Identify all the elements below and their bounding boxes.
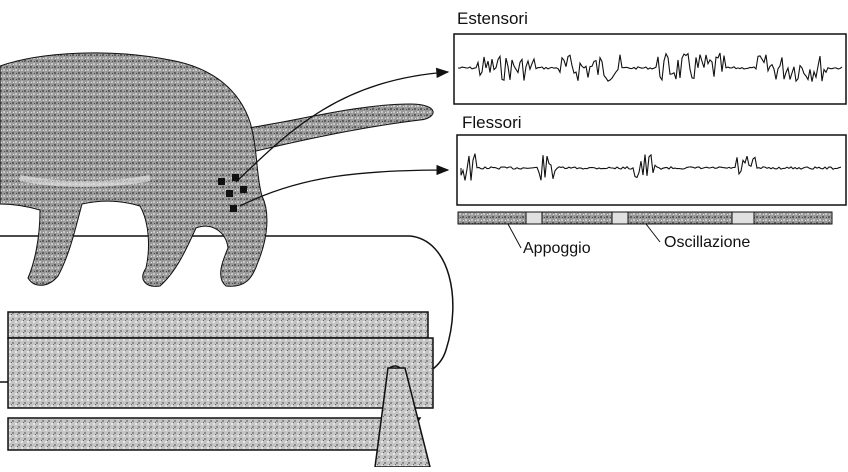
emg-panel-extensors	[454, 34, 846, 104]
stance-label: Appoggio	[523, 240, 591, 258]
emg-panel-flexors	[457, 135, 846, 205]
swing-label: Oscillazione	[664, 234, 750, 252]
extensors-label: Estensori	[457, 9, 528, 29]
cat-body	[0, 53, 267, 286]
phase-segment-stance	[458, 212, 526, 224]
phase-segment-swing	[732, 212, 754, 224]
phase-segment-stance	[542, 212, 612, 224]
treadmill-frame	[8, 338, 433, 408]
treadmill-lower-belt	[8, 418, 420, 450]
phase-segment-stance	[628, 212, 732, 224]
phase-segment-swing	[526, 212, 542, 224]
treadmill-deck	[8, 312, 428, 338]
phase-segment-stance	[754, 212, 832, 224]
stance-pointer-line	[508, 224, 521, 248]
phase-segment-swing	[612, 212, 628, 224]
flexors-label: Flessori	[462, 113, 522, 133]
arrow-to-flexors	[240, 170, 448, 206]
swing-pointer-line	[646, 224, 660, 242]
phase-bar	[458, 212, 832, 224]
